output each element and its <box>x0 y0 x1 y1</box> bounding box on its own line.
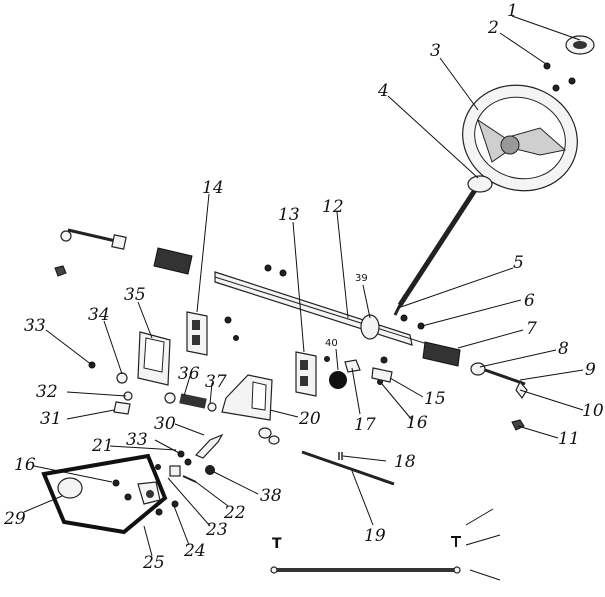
label-16-right: 16 <box>406 413 428 433</box>
label-30: 30 <box>154 414 176 434</box>
label-23: 23 <box>205 520 228 540</box>
label-33-lower: 33 <box>126 430 148 450</box>
label-7: 7 <box>526 319 537 339</box>
label-5: 5 <box>513 253 524 273</box>
label-14: 14 <box>202 178 224 198</box>
label-29: 29 <box>3 509 26 529</box>
pivot-bracket-35-part <box>137 331 171 386</box>
bracket-15-part <box>371 367 393 383</box>
small-parts-left <box>88 361 133 415</box>
steering-shaft-tube-part <box>214 271 441 349</box>
part-number-labels: 1 2 3 4 5 6 7 8 9 10 11 12 13 14 15 16 1… <box>3 1 604 573</box>
bottom-rod-part <box>270 508 501 581</box>
label-1: 1 <box>507 1 518 21</box>
left-boot-part <box>153 247 193 275</box>
label-24: 24 <box>183 541 206 561</box>
label-32: 32 <box>36 382 58 402</box>
label-22: 22 <box>223 503 246 523</box>
label-16-left: 16 <box>14 455 36 475</box>
label-4: 4 <box>377 81 389 101</box>
pivot-bracket-20-part <box>221 374 280 445</box>
label-38: 38 <box>260 486 282 506</box>
bolts-part <box>543 62 576 92</box>
label-36: 36 <box>178 364 200 384</box>
ball-40-part <box>329 371 347 389</box>
label-6: 6 <box>524 291 535 311</box>
label-35: 35 <box>124 285 146 305</box>
label-9: 9 <box>585 360 596 380</box>
label-15: 15 <box>424 389 446 409</box>
label-17: 17 <box>354 415 376 435</box>
label-39: 39 <box>355 273 368 284</box>
label-13: 13 <box>278 205 300 225</box>
rod-19-part <box>301 450 395 486</box>
horn-cap-part <box>565 35 595 55</box>
clamp-17-part <box>344 359 361 373</box>
label-10: 10 <box>582 401 604 421</box>
legend-t-left: T <box>272 536 282 552</box>
bracket-14-part <box>186 311 208 356</box>
label-19: 19 <box>364 526 386 546</box>
label-12: 12 <box>322 197 344 217</box>
label-20: 20 <box>298 409 321 429</box>
fasteners-lower <box>155 450 215 516</box>
label-11: 11 <box>558 429 580 449</box>
label-8: 8 <box>558 339 569 359</box>
leader-lines <box>23 15 584 557</box>
label-33-left: 33 <box>24 316 46 336</box>
label-3: 3 <box>430 41 441 61</box>
bracket-13-part <box>295 351 317 397</box>
label-40: 40 <box>325 338 338 349</box>
arm-30-part <box>194 433 224 459</box>
label-25: 25 <box>142 553 165 573</box>
steering-column-part <box>393 175 493 316</box>
steering-wheel-part <box>462 84 578 192</box>
nut-part <box>511 419 525 431</box>
label-2: 2 <box>487 18 499 38</box>
label-37: 37 <box>205 372 227 392</box>
label-31: 31 <box>40 409 62 429</box>
label-18: 18 <box>394 452 416 472</box>
label-34: 34 <box>88 305 110 325</box>
label-21: 21 <box>91 436 114 456</box>
spring-part <box>164 392 217 412</box>
tie-rod-right-part <box>470 362 528 400</box>
sub-assembly-box <box>41 453 168 535</box>
shaft-bolts-part <box>224 264 425 385</box>
boot-part <box>422 341 461 367</box>
tie-rod-left-part <box>54 228 127 277</box>
